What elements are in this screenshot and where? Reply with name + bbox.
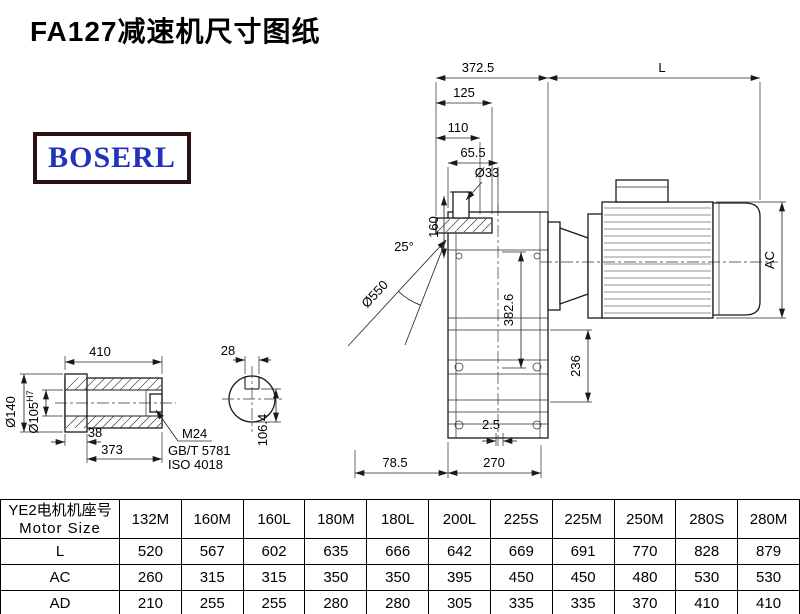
motor-column-header: 180L: [366, 499, 430, 539]
table-cell: 770: [613, 538, 677, 565]
terminal-box: [615, 179, 669, 203]
dim-106-4: 106.4: [255, 414, 270, 447]
table-cell: 642: [428, 538, 491, 565]
table-cell: 395: [428, 564, 491, 591]
table-cell: 602: [242, 538, 306, 565]
dim-housing-diameter-550: Ø550: [358, 277, 391, 310]
table-cell: 666: [366, 538, 430, 565]
fan-cowl: [712, 202, 761, 316]
table-cell: 350: [304, 564, 368, 591]
dim-78-5: 78.5: [382, 455, 407, 470]
dim-L: L: [658, 60, 665, 75]
dim-110: 110: [448, 120, 469, 135]
page-title: FA127减速机尺寸图纸: [30, 16, 321, 47]
table-cell: 530: [737, 564, 800, 591]
gearbox-housing: [435, 191, 549, 439]
dim-2-5: 2.5: [482, 417, 500, 432]
table-cell: 691: [551, 538, 615, 565]
dim-105-tolerance: H7: [25, 390, 35, 402]
table-cell: 669: [489, 538, 553, 565]
dim-410: 410: [89, 344, 111, 359]
motor-column-header: 200L: [428, 499, 491, 539]
dim-270: 270: [483, 455, 505, 470]
dim-shaft-diameter-33: Ø33: [475, 165, 500, 180]
boss-hatching: [436, 218, 492, 233]
dim-diameter-105: Ø105: [26, 402, 41, 434]
dim-angle-25: 25°: [394, 239, 414, 254]
motor-column-header: 280M: [737, 499, 800, 539]
table-cell: 480: [613, 564, 677, 591]
table-cell: 530: [675, 564, 739, 591]
dim-diameter-105-h7: Ø105H7: [25, 390, 41, 433]
motor-column-header: 160M: [180, 499, 244, 539]
motor-size-header-cn: YE2电机机座号: [8, 501, 112, 519]
boserl-logo: BOSERL: [33, 132, 191, 184]
table-cell: 828: [675, 538, 739, 565]
dim-28: 28: [221, 343, 235, 358]
dim-m24: M24: [182, 426, 207, 441]
motor-column-header: 225S: [489, 499, 553, 539]
dim-125: 125: [453, 85, 475, 100]
motor-size-header-en: Motor Size: [19, 519, 101, 537]
row-label: AC: [0, 564, 120, 591]
table-cell: 567: [180, 538, 244, 565]
table-cell: 315: [180, 564, 244, 591]
boserl-logo-text: BOSERL: [48, 141, 176, 174]
table-cell: 450: [551, 564, 615, 591]
dim-38: 38: [88, 425, 102, 440]
table-cell: 335: [551, 590, 615, 614]
dim-diameter-140: Ø140: [3, 396, 18, 428]
motor-column-header: 250M: [613, 499, 677, 539]
motor-column-header: 225M: [551, 499, 615, 539]
motor-column-header: 132M: [119, 499, 182, 539]
table-cell: 280: [304, 590, 368, 614]
table-cell: 255: [242, 590, 306, 614]
dimension-lines: [21, 75, 785, 476]
dim-gbt-5781: GB/T 5781: [168, 443, 231, 458]
table-cell: 210: [119, 590, 182, 614]
shaft-hatching-top: [65, 377, 162, 391]
table-cell: 335: [489, 590, 553, 614]
dim-372-5: 372.5: [462, 60, 495, 75]
motor-cooling-fins: [604, 207, 711, 314]
row-label: L: [0, 538, 120, 565]
technical-drawing: 372.5 L 125 110 65.5 Ø33 160 25° Ø550 38…: [3, 60, 786, 478]
dim-160: 160: [426, 216, 441, 238]
table-cell: 305: [428, 590, 491, 614]
dim-iso-4018: ISO 4018: [168, 457, 223, 472]
table-cell: 350: [366, 564, 430, 591]
table-cell: 635: [304, 538, 368, 565]
table-cell: 410: [737, 590, 800, 614]
dim-AC: AC: [762, 251, 777, 269]
dim-65-5: 65.5: [460, 145, 485, 160]
dim-236: 236: [568, 355, 583, 377]
centerlines: [55, 204, 778, 446]
table-cell: 280: [366, 590, 430, 614]
table-cell: 260: [119, 564, 182, 591]
table-cell: 410: [675, 590, 739, 614]
motor-column-header: 160L: [242, 499, 306, 539]
table-cell: 255: [180, 590, 244, 614]
table-cell: 879: [737, 538, 800, 565]
motor-column-header: 280S: [675, 499, 739, 539]
table-cell: 520: [119, 538, 182, 565]
motor-column-header: 180M: [304, 499, 368, 539]
dim-382-6: 382.6: [501, 294, 516, 327]
row-label: AD: [0, 590, 120, 614]
table-cell: 450: [489, 564, 553, 591]
table-cell: 315: [242, 564, 306, 591]
dim-373: 373: [101, 442, 123, 457]
table-cell: 370: [613, 590, 677, 614]
motor: [547, 179, 761, 319]
